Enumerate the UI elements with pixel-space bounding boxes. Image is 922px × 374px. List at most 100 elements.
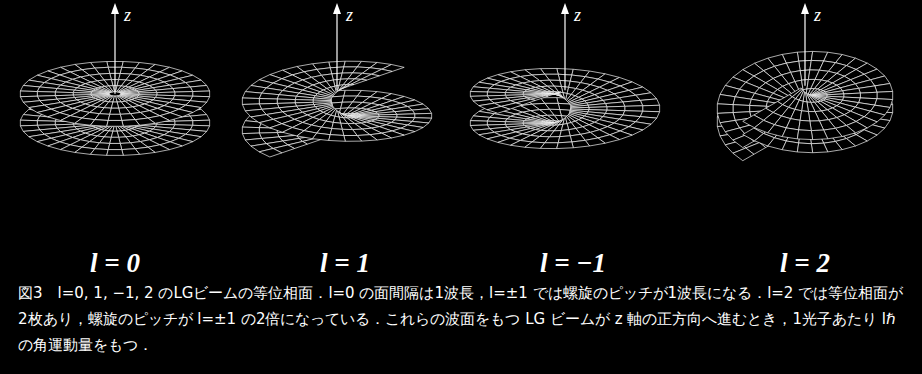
axis-label: z	[814, 6, 821, 24]
surface-mesh	[572, 140, 590, 147]
z-axis	[333, 3, 341, 90]
surface-mesh	[342, 129, 357, 135]
surface-mesh	[799, 91, 804, 101]
surface-mesh	[99, 137, 111, 144]
surface-mesh	[110, 137, 120, 143]
surface-mesh	[560, 130, 570, 137]
surface-mesh	[470, 116, 489, 121]
surface-mesh	[795, 100, 803, 111]
surface-mesh	[193, 120, 210, 126]
surface-mesh	[90, 120, 108, 127]
surface-mesh	[717, 94, 735, 104]
surface-mesh	[540, 143, 558, 149]
surface-mesh	[122, 120, 140, 127]
surface-mesh	[190, 85, 209, 91]
surface-mesh	[782, 128, 798, 139]
axis-label: z	[574, 6, 581, 24]
mode-label: l = −1	[540, 250, 606, 277]
surface-mesh	[119, 137, 131, 144]
surface-mesh	[810, 121, 824, 131]
surface-mesh	[312, 133, 330, 140]
axis-arrowhead	[561, 3, 569, 14]
surface-mesh	[113, 96, 117, 102]
surface-mesh	[20, 120, 37, 126]
surface-mesh	[20, 85, 39, 91]
surface-mesh	[643, 105, 660, 111]
surface-mesh	[733, 148, 754, 161]
axis-arrowhead	[111, 3, 119, 14]
z-axis	[111, 3, 119, 94]
surface-mesh	[361, 74, 379, 80]
surface-mesh	[119, 108, 131, 115]
surface-mesh	[344, 135, 362, 141]
surface-mesh	[859, 86, 877, 93]
surface-mesh	[625, 106, 643, 111]
surface-mesh	[797, 130, 812, 140]
surface-mesh	[351, 79, 367, 84]
axis-label: z	[124, 6, 131, 24]
surface-mesh	[561, 124, 568, 131]
surface-mesh	[806, 93, 814, 102]
z-axis	[561, 3, 569, 90]
surface-mesh	[108, 143, 122, 149]
surface-mesh	[330, 129, 344, 136]
surface-mesh	[332, 122, 342, 129]
surface-mesh	[90, 149, 108, 156]
surface-mesh	[797, 143, 812, 153]
surface-mesh	[733, 97, 751, 106]
surface-mesh	[733, 105, 750, 113]
surface-mesh	[333, 116, 340, 123]
surface-mesh	[91, 92, 109, 94]
surface-mesh	[877, 91, 893, 99]
surface-mesh	[543, 92, 560, 96]
surface-mesh	[329, 135, 346, 142]
surface-mesh	[20, 115, 39, 121]
surface-mesh	[487, 106, 510, 113]
surface-mesh	[800, 111, 810, 121]
surface-mesh	[108, 114, 122, 120]
surface-mesh	[242, 92, 261, 99]
mode-label: l = 2	[780, 250, 830, 277]
surface-mesh	[122, 149, 140, 156]
surface-mesh	[120, 90, 138, 93]
surface-mesh	[811, 130, 827, 140]
mode-label: l = 1	[320, 250, 370, 277]
axis-line	[336, 12, 337, 90]
surface-mesh	[623, 100, 643, 106]
surface-mesh	[799, 120, 812, 130]
surface-mesh	[750, 99, 768, 106]
surface-mesh	[875, 84, 893, 93]
z-axis	[801, 3, 809, 86]
surface-mesh	[190, 115, 209, 121]
surface-mesh	[640, 99, 659, 106]
axis-line	[564, 12, 565, 90]
surface-mesh	[808, 112, 819, 122]
surface-mesh	[99, 108, 111, 115]
surface-mesh	[121, 92, 139, 94]
figure-caption: 図3 l=0, 1, −1, 2 のLGビームの等位相面．l=0 の面間隔は1波…	[18, 280, 908, 358]
surface-mesh	[242, 98, 259, 104]
surface-mesh	[717, 104, 733, 114]
surface-mesh	[341, 123, 353, 129]
surface-mesh	[107, 150, 124, 156]
surface-mesh	[259, 148, 282, 156]
axis-line	[114, 12, 115, 94]
surface-mesh	[259, 98, 277, 103]
surface-mesh	[92, 90, 110, 93]
surface-mesh	[557, 142, 574, 149]
surface-mesh	[558, 136, 572, 143]
mode-label: l = 0	[90, 250, 140, 277]
axis-label: z	[346, 6, 353, 24]
surface-mesh	[111, 131, 118, 137]
surface-mesh	[545, 137, 560, 143]
surface-mesh	[20, 91, 37, 97]
surface-mesh	[549, 131, 561, 137]
surface-mesh	[110, 108, 120, 114]
surface-mesh	[193, 91, 210, 97]
surface-mesh	[259, 93, 279, 99]
surface-mesh	[111, 102, 118, 108]
surface-mesh	[412, 109, 431, 114]
axis-line	[804, 12, 805, 86]
surface-mesh	[470, 87, 489, 92]
axis-arrowhead	[333, 3, 341, 14]
